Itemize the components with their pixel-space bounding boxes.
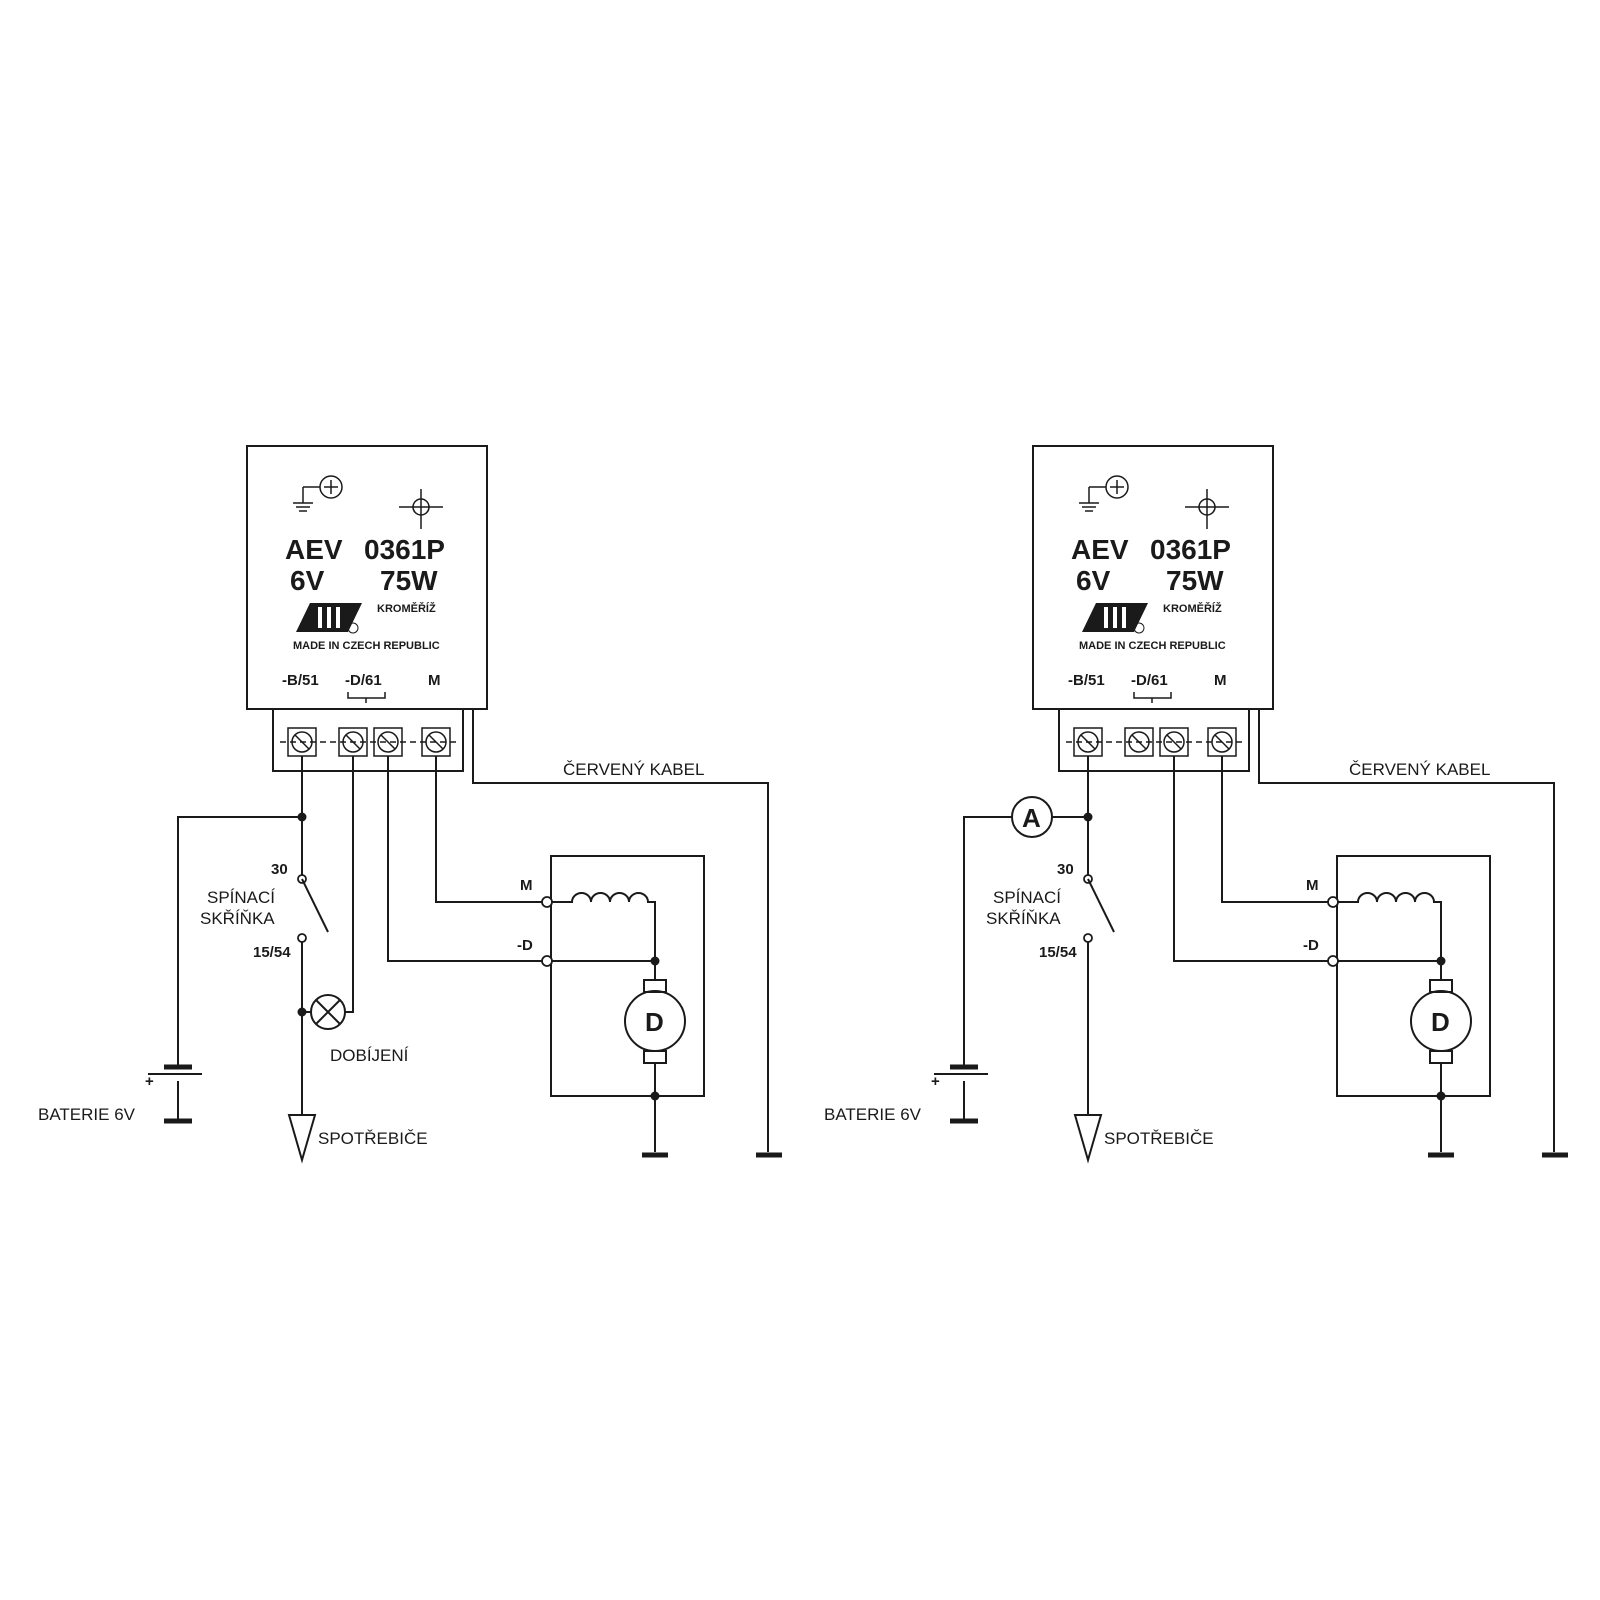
switch-label-2: SKŘÍŇKA <box>200 909 275 928</box>
loads-label: SPOTŘEBIČE <box>318 1129 428 1148</box>
field-coil-icon <box>1338 892 1442 961</box>
terminal-block <box>1058 708 1250 772</box>
manufacturer-logo <box>1082 603 1148 634</box>
charging-lamp-icon <box>302 756 354 1030</box>
wire-battery-plus <box>177 816 302 1067</box>
dynamo-icon <box>1410 979 1472 1064</box>
wire-m <box>435 756 543 903</box>
voltage-label: 6V <box>290 565 325 596</box>
wire-d-armature <box>552 960 656 980</box>
wire-battery-plus <box>963 816 1012 1067</box>
brand-label: AEV <box>1071 534 1129 565</box>
terminal-d-bracket <box>1133 692 1172 703</box>
ground-plus-icon <box>293 475 343 512</box>
terminal-b-label: -B/51 <box>282 672 319 689</box>
loads-label: SPOTŘEBIČE <box>1104 1129 1214 1148</box>
power-label: 75W <box>380 565 438 596</box>
terminal-d-label: -D/61 <box>345 672 382 689</box>
diagram-right: AEV 0361P 6V 75W KROMĚŘÍŽ MADE IN CZECH … <box>824 445 1568 1164</box>
battery-symbol <box>934 1064 988 1124</box>
switch-in-label: 30 <box>271 861 288 878</box>
switch-label-1: SPÍNACÍ <box>207 888 275 907</box>
red-cable-label: ČERVENÝ KABEL <box>563 760 704 779</box>
battery-label: BATERIE 6V <box>38 1105 136 1124</box>
switch-label-1: SPÍNACÍ <box>993 888 1061 907</box>
switch-out-label: 15/54 <box>1039 944 1077 961</box>
ground-plus-icon <box>1079 475 1129 512</box>
loads-arrow-icon <box>1073 1114 1103 1164</box>
battery-plus-label: + <box>145 1073 154 1090</box>
mounting-hole-icon <box>1185 489 1229 529</box>
dynamo-d-label: -D <box>1303 937 1319 954</box>
terminal-m-label: M <box>428 672 441 689</box>
mounting-hole-icon <box>399 489 443 529</box>
model-label: 0361P <box>364 534 445 565</box>
lamp-label: DOBÍJENÍ <box>330 1046 409 1065</box>
dynamo-m-label: M <box>520 877 533 894</box>
model-label: 0361P <box>1150 534 1231 565</box>
red-cable-wire <box>1258 709 1555 1152</box>
wire-d61 <box>1173 756 1329 962</box>
red-cable-label: ČERVENÝ KABEL <box>1349 760 1490 779</box>
switch-label-2: SKŘÍŇKA <box>986 909 1061 928</box>
loads-arrow-icon <box>287 1114 317 1164</box>
battery-plus-label: + <box>931 1073 940 1090</box>
dynamo-box <box>550 855 705 1097</box>
city-label: KROMĚŘÍŽ <box>377 602 436 615</box>
switch-lever <box>1087 878 1115 933</box>
wire-d61 <box>387 756 543 962</box>
wire-m <box>1221 756 1329 903</box>
field-coil-icon <box>552 892 656 961</box>
switch-lever <box>301 878 329 933</box>
origin-label: MADE IN CZECH REPUBLIC <box>1079 640 1226 652</box>
dynamo-box <box>1336 855 1491 1097</box>
power-label: 75W <box>1166 565 1224 596</box>
wire-d-armature <box>1338 960 1442 980</box>
diagram-left: AEV 0361P 6V 75W KROMĚŘÍŽ MADE IN CZECH … <box>38 445 782 1164</box>
regulator-box <box>1032 445 1274 710</box>
voltage-label: 6V <box>1076 565 1111 596</box>
terminal-d-label: -D/61 <box>1131 672 1168 689</box>
dynamo-m-label: M <box>1306 877 1319 894</box>
battery-symbol <box>148 1064 202 1124</box>
dynamo-letter: D <box>1431 1007 1450 1037</box>
terminal-block <box>272 708 464 772</box>
dynamo-letter: D <box>645 1007 664 1037</box>
terminal-b-label: -B/51 <box>1068 672 1105 689</box>
red-cable-wire <box>472 709 769 1152</box>
brand-label: AEV <box>285 534 343 565</box>
dynamo-d-label: -D <box>517 937 533 954</box>
terminal-m-label: M <box>1214 672 1227 689</box>
regulator-box <box>246 445 488 710</box>
switch-out-label: 15/54 <box>253 944 291 961</box>
switch-in-label: 30 <box>1057 861 1074 878</box>
city-label: KROMĚŘÍŽ <box>1163 602 1222 615</box>
battery-label: BATERIE 6V <box>824 1105 922 1124</box>
manufacturer-logo <box>296 603 362 634</box>
ammeter-letter: A <box>1022 803 1041 833</box>
origin-label: MADE IN CZECH REPUBLIC <box>293 640 440 652</box>
terminal-d-bracket <box>347 692 386 703</box>
